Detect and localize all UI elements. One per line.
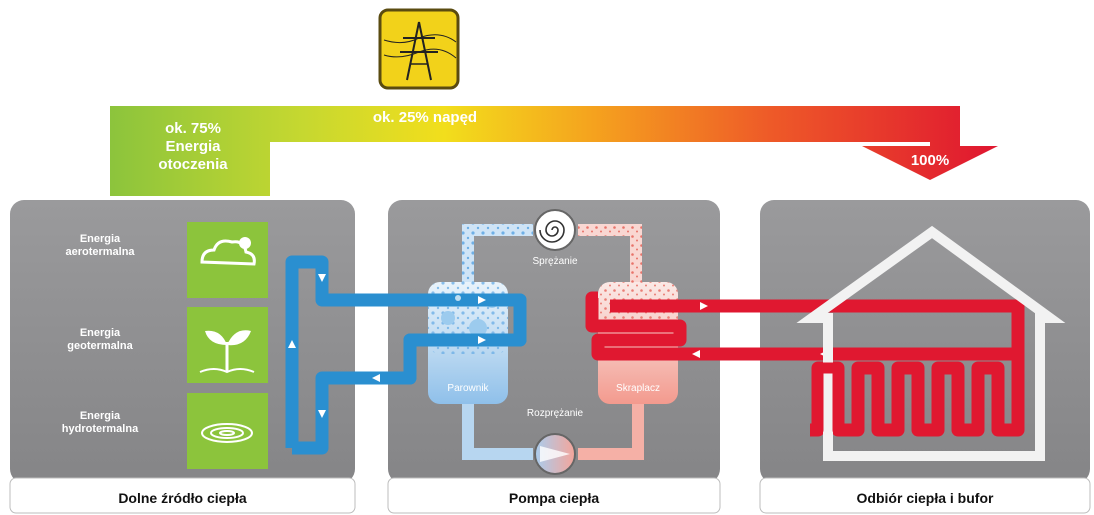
ambient-energy-label: ok. 75% Energia otoczenia xyxy=(118,120,268,174)
source-label-geothermal-line1: Energia xyxy=(79,327,121,339)
source-label-hydrothermal: Energia hydrotermalna xyxy=(40,410,160,436)
footer-tab-left xyxy=(9,477,356,514)
expansion-valve-icon xyxy=(534,433,576,475)
source-label-hydrothermal-line2: hydrotermalna xyxy=(61,423,139,436)
power-line-pylon-icon xyxy=(378,8,460,90)
compression-label: Sprężanie xyxy=(532,256,578,267)
drive-percent-label: ok. 25% napęd xyxy=(372,109,478,126)
water-swirl-icon xyxy=(187,393,268,469)
source-label-aerothermal: Energia aerotermalna xyxy=(40,233,160,259)
source-label-hydrothermal-line1: Energia xyxy=(79,410,121,422)
sprout-icon xyxy=(187,307,268,383)
house-outline xyxy=(796,225,1066,461)
ambient-percent: ok. 75% xyxy=(165,120,221,137)
cloud-sun-icon xyxy=(187,222,268,298)
footer-label-heat-pump: Pompa ciepła xyxy=(508,490,600,506)
footer-label-heat-receiver: Odbiór ciepła i bufor xyxy=(856,490,994,506)
footer-tab-right xyxy=(759,477,1091,514)
refrigerant-line-cold xyxy=(462,400,533,460)
energy-flow-band xyxy=(110,106,998,196)
condenser-label: Skraplacz xyxy=(616,383,660,394)
source-label-geothermal-line2: geotermalna xyxy=(67,340,133,353)
expansion-label: Rozprężanie xyxy=(526,408,584,419)
source-label-geothermal: Energia geotermalna xyxy=(40,327,160,353)
compressor-icon xyxy=(534,209,576,251)
ambient-line3: otoczenia xyxy=(158,156,228,173)
refrigerant-line-liquid xyxy=(578,400,644,460)
ambient-line2: Energia xyxy=(165,138,221,155)
source-label-aerothermal-line1: Energia xyxy=(79,233,121,245)
footer-label-lower-source: Dolne źródło ciepła xyxy=(118,490,247,506)
evaporator-label: Parownik xyxy=(447,383,489,394)
lower-source-panel xyxy=(10,200,355,483)
source-label-aerothermal-line2: aerotermalna xyxy=(65,246,135,259)
output-percent-label: 100% xyxy=(910,152,950,169)
footer-tab-middle xyxy=(387,477,721,514)
